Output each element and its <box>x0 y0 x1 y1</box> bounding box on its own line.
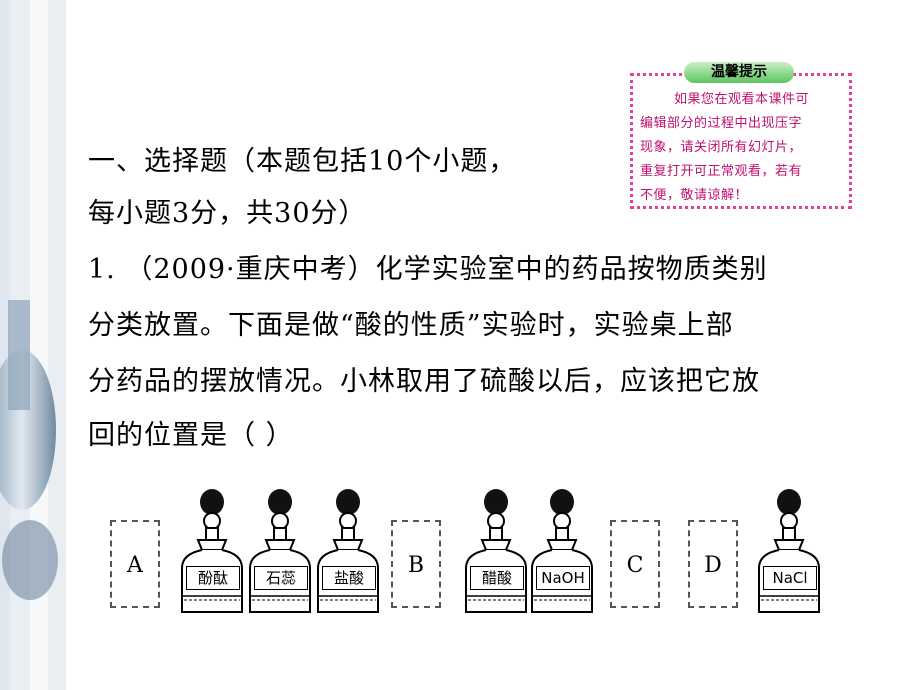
tip-line: 重复打开可正常观看，若有 <box>640 164 803 179</box>
tip-line: 现象，请关闭所有幻灯片， <box>640 140 803 155</box>
question-line1: 1. （2009·重庆中考）化学实验室中的药品按物质类别 <box>88 254 768 285</box>
tip-line: 如果您在观看本课件可 <box>674 92 810 107</box>
bottle-hydrochloric-acid: 盐酸 <box>314 488 382 614</box>
bottle-label: 石蕊 <box>254 566 308 590</box>
tip-title: 温馨提示 <box>684 62 794 83</box>
slot-d: D <box>688 520 738 608</box>
bottle-sodium-hydroxide: NaOH <box>528 488 596 614</box>
slot-c: C <box>610 520 660 608</box>
reagent-bottle-icon <box>531 489 593 613</box>
bottle-sodium-chloride: NaCl <box>755 488 823 614</box>
bottle-label: NaCl <box>763 566 817 590</box>
bottle-acetic-acid: 醋酸 <box>462 488 530 614</box>
glassware-decoration <box>0 300 58 600</box>
bottle-label: NaOH <box>536 566 590 590</box>
reagent-bottle-icon <box>181 489 243 613</box>
tip-line: 编辑部分的过程中出现压字 <box>640 116 803 131</box>
tip-text: 如果您在观看本课件可 编辑部分的过程中出现压字 现象，请关闭所有幻灯片， 重复打… <box>640 88 846 208</box>
bottle-phenolphthalein: 酚酞 <box>178 488 246 614</box>
bottle-label: 盐酸 <box>322 566 376 590</box>
reagent-bottle-icon <box>317 489 379 613</box>
slot-b: B <box>391 520 441 608</box>
reagent-bottle-icon <box>758 489 820 613</box>
left-decorative-panel <box>0 0 66 690</box>
bottle-litmus: 石蕊 <box>246 488 314 614</box>
slot-a: A <box>110 520 160 608</box>
bottle-label: 酚酞 <box>186 566 240 590</box>
reagent-bottle-icon <box>249 489 311 613</box>
question-line3: 分药品的摆放情况。小林取用了硫酸以后，应该把它放 <box>88 366 760 397</box>
tip-box <box>630 73 852 209</box>
question-line2: 分类放置。下面是做“酸的性质”实验时，实验桌上部 <box>88 310 734 341</box>
bottle-label: 醋酸 <box>470 566 524 590</box>
question-line4: 回的位置是（ ） <box>88 420 294 451</box>
section-heading-line2: 每小题3分，共30分） <box>88 198 367 229</box>
tip-line: 不便，敬请谅解！ <box>640 188 749 203</box>
reagent-bottle-icon <box>465 489 527 613</box>
section-heading-line1: 一、选择题（本题包括10个小题， <box>88 146 517 177</box>
